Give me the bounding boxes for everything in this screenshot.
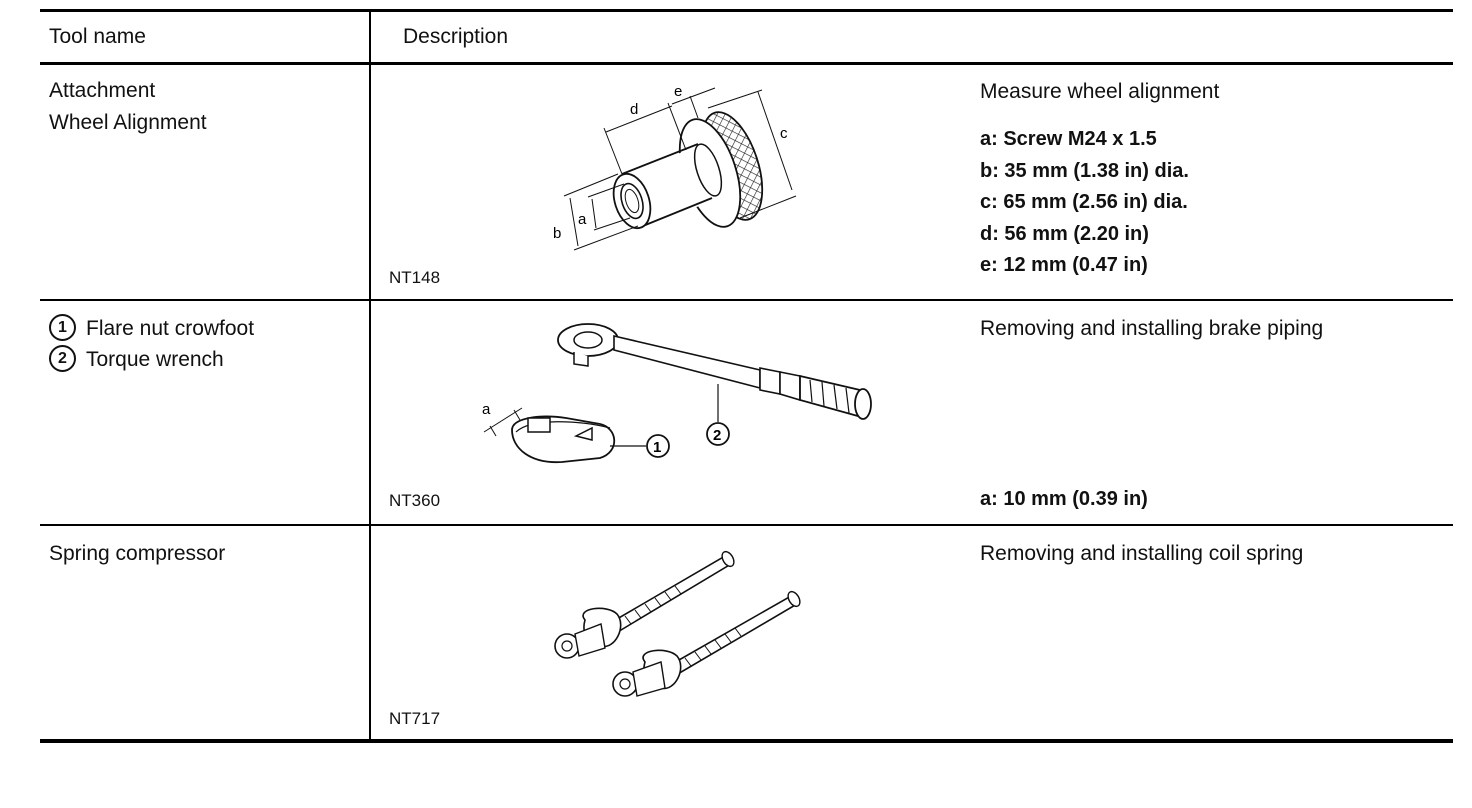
spec-item: e: 12 mm (0.47 in) xyxy=(980,254,1148,276)
spec-list: a: Screw M24 x 1.5 b: 35 mm (1.38 in) di… xyxy=(980,124,1189,282)
dim-label-a: a xyxy=(578,211,587,228)
dim-label-c: c xyxy=(780,125,788,142)
header-bottom-rule xyxy=(40,62,1453,65)
callout-1-label: 1 xyxy=(653,439,661,456)
image-code: NT717 xyxy=(389,709,441,728)
attachment-illustration: a b d e c xyxy=(553,83,797,251)
tool-item-label: Flare nut crowfoot xyxy=(86,317,255,340)
row-divider xyxy=(40,299,1453,301)
tool-purpose: Removing and installing brake piping xyxy=(980,317,1324,340)
column-divider xyxy=(369,9,371,742)
dim-label-d: d xyxy=(630,101,638,118)
row-divider xyxy=(40,524,1453,526)
tool-name-line: Attachment xyxy=(49,79,156,102)
table-top-rule xyxy=(40,9,1453,12)
tool-item-1: 1 Flare nut crowfoot xyxy=(49,313,254,344)
image-code: NT148 xyxy=(389,268,441,287)
tool-purpose: Measure wheel alignment xyxy=(980,80,1220,103)
tool-name-line: Spring compressor xyxy=(49,542,226,565)
dim-label-b: b xyxy=(553,225,561,242)
spec-item: a: 10 mm (0.39 in) xyxy=(980,488,1148,510)
tool-name-line: Wheel Alignment xyxy=(49,111,207,134)
table-bottom-rule xyxy=(40,739,1453,743)
header-tool-name: Tool name xyxy=(49,25,146,48)
spec-item: a: Screw M24 x 1.5 xyxy=(980,128,1157,150)
dim-label-a2: a xyxy=(482,401,491,418)
compressor-rod-upper xyxy=(554,550,735,659)
callout-number-icon: 2 xyxy=(49,344,76,372)
callout-2-label: 2 xyxy=(713,427,721,444)
spec-item: c: 65 mm (2.56 in) dia. xyxy=(980,191,1188,213)
tool-item-label: Torque wrench xyxy=(86,348,224,371)
wrench-crowfoot-illustration: 2 a 1 xyxy=(482,323,872,463)
spec-list: a: 10 mm (0.39 in) xyxy=(980,484,1148,516)
spec-item: d: 56 mm (2.20 in) xyxy=(980,222,1149,245)
callout-number-icon: 1 xyxy=(49,313,76,341)
spec-item: b: 35 mm (1.38 in) dia. xyxy=(980,159,1189,182)
header-description: Description xyxy=(403,25,509,48)
compressor-rod-lower xyxy=(612,590,801,697)
spring-compressor-illustration xyxy=(554,550,801,697)
image-code: NT360 xyxy=(389,491,441,510)
tool-item-2: 2 Torque wrench xyxy=(49,344,224,375)
tool-purpose: Removing and installing coil spring xyxy=(980,542,1304,565)
dim-label-e: e xyxy=(674,83,682,100)
